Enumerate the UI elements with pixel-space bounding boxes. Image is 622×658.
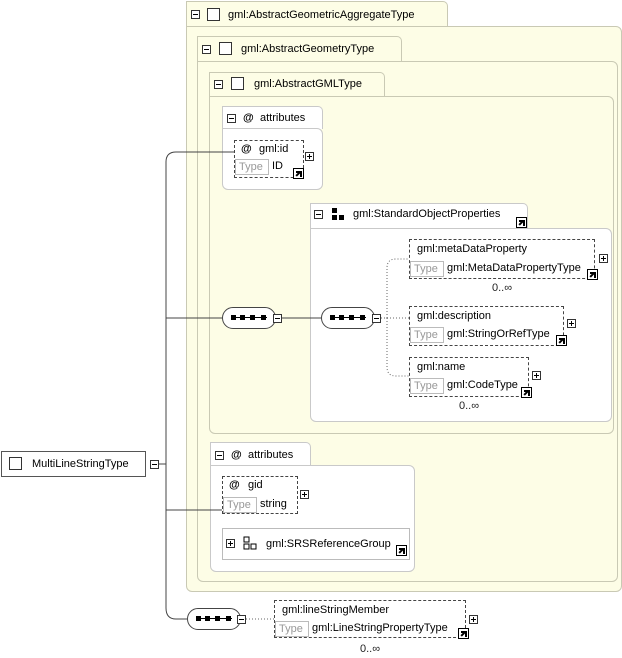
name-type-value: gml:CodeType <box>447 379 518 391</box>
root-complex-type-icon <box>9 457 22 470</box>
metadataproperty-name: gml:metaDataProperty <box>417 243 528 255</box>
gid-type-value: string <box>260 498 287 510</box>
geometry-complex-type-icon <box>219 42 232 55</box>
gid-type-label: Type <box>223 497 257 513</box>
gml-attributes-tab <box>222 106 323 129</box>
gid-at-icon: @ <box>229 479 240 491</box>
sequence-member-collapse-toggle[interactable] <box>237 615 246 624</box>
gml-id-type-label: Type <box>235 159 269 175</box>
gml-id-name: gml:id <box>259 143 289 155</box>
gml-type-complex-type-icon <box>231 77 244 90</box>
linestringmember-cardinality: 0..∞ <box>360 643 381 655</box>
gid-attribute[interactable] <box>222 476 298 514</box>
sop-tab <box>310 203 528 229</box>
group-icon <box>332 208 344 220</box>
sequence-outer-collapse-toggle[interactable] <box>273 314 282 323</box>
geometry-attributes-label: attributes <box>248 449 294 461</box>
description-type-label: Type <box>410 327 444 343</box>
description-type-value: gml:StringOrRefType <box>447 328 550 340</box>
srs-group-expand-toggle[interactable] <box>226 539 235 548</box>
name-goto-icon[interactable] <box>521 387 532 398</box>
gml-id-goto-icon[interactable] <box>293 168 304 179</box>
gml-attributes-collapse-toggle[interactable] <box>227 114 236 123</box>
description-expand-toggle[interactable] <box>567 319 576 328</box>
gid-expand-toggle[interactable] <box>300 490 309 499</box>
sop-label: gml:StandardObjectProperties <box>353 208 501 220</box>
root-type-label: MultiLineStringType <box>32 458 129 470</box>
gml-id-expand-toggle[interactable] <box>305 152 314 161</box>
root-collapse-toggle[interactable] <box>150 460 159 469</box>
name-element-name: gml:name <box>417 361 466 373</box>
aggregate-complex-type-icon <box>207 8 220 21</box>
geometry-attributes-collapse-toggle[interactable] <box>215 451 224 460</box>
geometry-collapse-toggle[interactable] <box>202 45 211 54</box>
element-linestringmember[interactable] <box>274 600 466 638</box>
metadataproperty-type-value: gml:MetaDataPropertyType <box>447 262 581 274</box>
attribute-group-icon <box>243 536 257 550</box>
metadataproperty-expand-toggle[interactable] <box>599 254 608 263</box>
gml-type-label: gml:AbstractGMLType <box>254 78 362 90</box>
name-type-label: Type <box>410 378 444 394</box>
root-type-box[interactable] <box>1 451 146 477</box>
sequence-compositor-member[interactable] <box>187 608 241 630</box>
sequence-compositor-inner[interactable] <box>321 307 375 329</box>
metadataproperty-goto-icon[interactable] <box>587 269 598 280</box>
sop-goto-icon[interactable] <box>516 217 527 228</box>
gml-id-at-icon: @ <box>241 143 252 155</box>
srs-group-goto-icon[interactable] <box>396 545 407 556</box>
sequence-compositor-outer[interactable] <box>222 307 276 329</box>
aggregate-type-label: gml:AbstractGeometricAggregateType <box>228 9 415 21</box>
description-name: gml:description <box>417 310 491 322</box>
gml-id-type-value: ID <box>272 160 283 172</box>
element-name[interactable] <box>409 357 529 397</box>
geometry-attributes-at-icon: @ <box>231 449 242 461</box>
metadataproperty-type-label: Type <box>410 261 444 277</box>
aggregate-type-tab <box>186 1 448 27</box>
name-expand-toggle[interactable] <box>532 371 541 380</box>
sop-collapse-toggle[interactable] <box>314 210 323 219</box>
linestringmember-type-value: gml:LineStringPropertyType <box>312 622 448 634</box>
gml-type-collapse-toggle[interactable] <box>214 80 223 89</box>
linestringmember-goto-icon[interactable] <box>458 628 469 639</box>
element-description[interactable] <box>409 306 564 346</box>
element-metadataproperty[interactable] <box>409 239 595 279</box>
linestringmember-expand-toggle[interactable] <box>469 615 478 624</box>
name-cardinality: 0..∞ <box>459 400 480 412</box>
description-goto-icon[interactable] <box>556 335 567 346</box>
metadataproperty-cardinality: 0..∞ <box>492 282 513 294</box>
aggregate-collapse-toggle[interactable] <box>191 10 200 19</box>
linestringmember-name: gml:lineStringMember <box>282 604 389 616</box>
gml-attributes-at-icon: @ <box>243 112 254 124</box>
linestringmember-type-label: Type <box>275 621 309 637</box>
gid-name: gid <box>248 479 263 491</box>
geometry-type-label: gml:AbstractGeometryType <box>241 43 375 55</box>
gml-attributes-label: attributes <box>260 112 306 124</box>
srs-group-label: gml:SRSReferenceGroup <box>266 538 391 550</box>
sequence-inner-collapse-toggle[interactable] <box>372 314 381 323</box>
